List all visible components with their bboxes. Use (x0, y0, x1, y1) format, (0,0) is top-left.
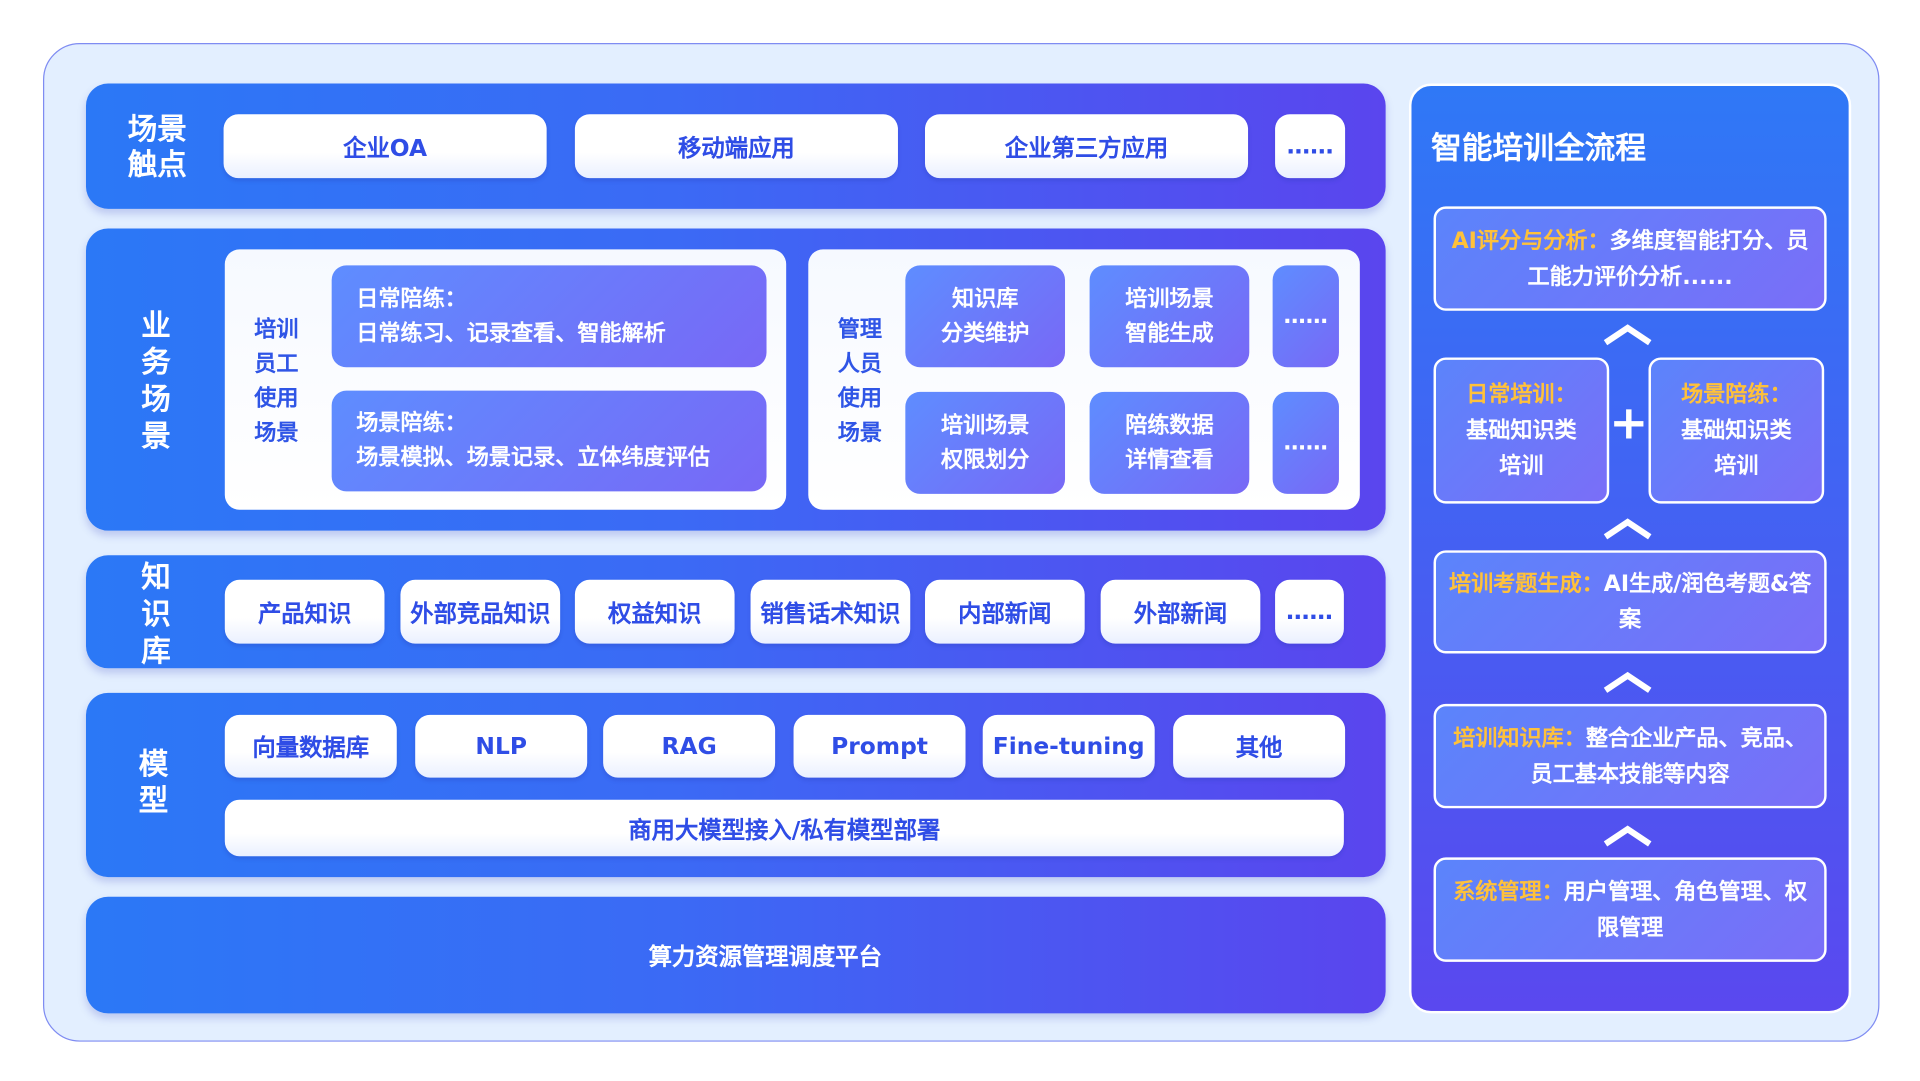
plus-icon: + (1609, 395, 1649, 450)
card-line: …… (1283, 302, 1328, 329)
touchpoint-oa: 企业OA (223, 114, 547, 179)
knowledge-item: 外部竞品知识 (400, 579, 561, 644)
touchpoint-mobile: 移动端应用 (574, 114, 898, 179)
knowledge-item: 内部新闻 (924, 579, 1085, 644)
flow-box-text: 多维度智能打分、员工能力评价分析...... (1527, 227, 1809, 290)
card-desc: 场景模拟、场景记录、立体纬度评估 (356, 444, 711, 471)
employee-label: 培训员工使用场景 (254, 316, 299, 446)
knowledge-item: 外部新闻 (1100, 579, 1261, 644)
card-line: 培训场景 (1125, 285, 1214, 312)
chevron-up-icon (1603, 324, 1652, 346)
manager-card-more: …… (1272, 391, 1339, 494)
card-title: 场景陪练： (356, 410, 467, 437)
flow-box-exam-generation: 培训考题生成：AI生成/润色考题&答案 (1433, 550, 1827, 654)
chevron-up-icon (1603, 825, 1652, 847)
card-line: 培训场景 (940, 412, 1030, 438)
touchpoint-more: …… (1275, 114, 1346, 179)
manager-panel (808, 249, 1360, 510)
flow-box-daily-training: 日常培训： 基础知识类培训 (1433, 357, 1610, 504)
knowledge-item: 权益知识 (574, 579, 735, 644)
manager-card: 知识库分类维护 (905, 265, 1066, 368)
model-item: Fine-tuning (982, 714, 1155, 778)
card-line: 陪练数据 (1125, 412, 1214, 438)
card-line: 权限划分 (940, 446, 1030, 473)
flow-box-highlight: 培训考题生成： (1448, 571, 1604, 598)
flow-box-text: 整合企业产品、竞品、员工基本技能等内容 (1530, 725, 1807, 787)
model-item: RAG (603, 714, 776, 778)
flow-box-scene-practice: 场景陪练： 基础知识类培训 (1648, 357, 1825, 504)
model-label: 模型 (138, 746, 169, 819)
knowledge-label: 知识库 (141, 560, 171, 669)
flow-box-highlight: 场景陪练： (1681, 382, 1792, 408)
flow-box-text: 基础知识类培训 (1681, 417, 1792, 480)
card-line: …… (1283, 429, 1328, 456)
card-line: 分类维护 (940, 319, 1030, 346)
manager-label: 管理人员使用场景 (837, 316, 882, 446)
flow-box-text: 用户管理、角色管理、权限管理 (1563, 878, 1807, 941)
model-item: 其他 (1173, 714, 1346, 778)
card-line: 智能生成 (1125, 319, 1214, 346)
compute-band (85, 896, 1386, 1014)
manager-card: 培训场景智能生成 (1089, 265, 1250, 368)
knowledge-item: 销售话术知识 (750, 579, 911, 644)
manager-card: 陪练数据详情查看 (1089, 391, 1250, 494)
flow-box-highlight: AI评分与分析： (1451, 227, 1610, 254)
flow-box-text: AI生成/润色考题&答案 (1603, 571, 1812, 633)
model-item: Prompt (793, 714, 966, 778)
business-label: 业务场景 (141, 308, 171, 454)
model-deployment: 商用大模型接入/私有模型部署 (224, 799, 1344, 857)
touchpoints-label: 场景触点 (127, 111, 187, 182)
flow-box-knowledge-base: 培训知识库：整合企业产品、竞品、员工基本技能等内容 (1433, 703, 1827, 809)
model-item: 向量数据库 (224, 714, 397, 778)
touchpoint-third-party: 企业第三方应用 (924, 114, 1249, 179)
knowledge-item: 产品知识 (224, 579, 385, 644)
card-line: 知识库 (952, 285, 1019, 312)
card-title: 日常陪练： (356, 285, 467, 312)
flow-box-system-management: 系统管理：用户管理、角色管理、权限管理 (1433, 857, 1827, 962)
flow-box-highlight: 培训知识库： (1453, 725, 1586, 752)
card-desc: 日常练习、记录查看、智能解析 (356, 319, 666, 346)
manager-card: 培训场景权限划分 (905, 391, 1066, 494)
model-item: NLP (415, 714, 588, 778)
manager-card-more: …… (1272, 265, 1339, 368)
compute-label: 算力资源管理调度平台 (648, 943, 882, 971)
flow-box-highlight: 系统管理： (1453, 878, 1564, 905)
flow-box-text: 基础知识类培训 (1466, 417, 1577, 480)
card-line: 详情查看 (1125, 446, 1214, 473)
chevron-up-icon (1603, 671, 1652, 693)
employee-card-scene: 场景陪练： 场景模拟、场景记录、立体纬度评估 (331, 390, 767, 492)
flow-box-ai-scoring: AI评分与分析：多维度智能打分、员工能力评价分析...... (1433, 206, 1827, 311)
knowledge-item-more: …… (1275, 579, 1344, 644)
chevron-up-icon (1603, 518, 1652, 540)
flow-box-highlight: 日常培训： (1466, 382, 1577, 408)
flow-title: 智能培训全流程 (1431, 130, 1647, 166)
employee-card-daily: 日常陪练： 日常练习、记录查看、智能解析 (331, 265, 767, 368)
